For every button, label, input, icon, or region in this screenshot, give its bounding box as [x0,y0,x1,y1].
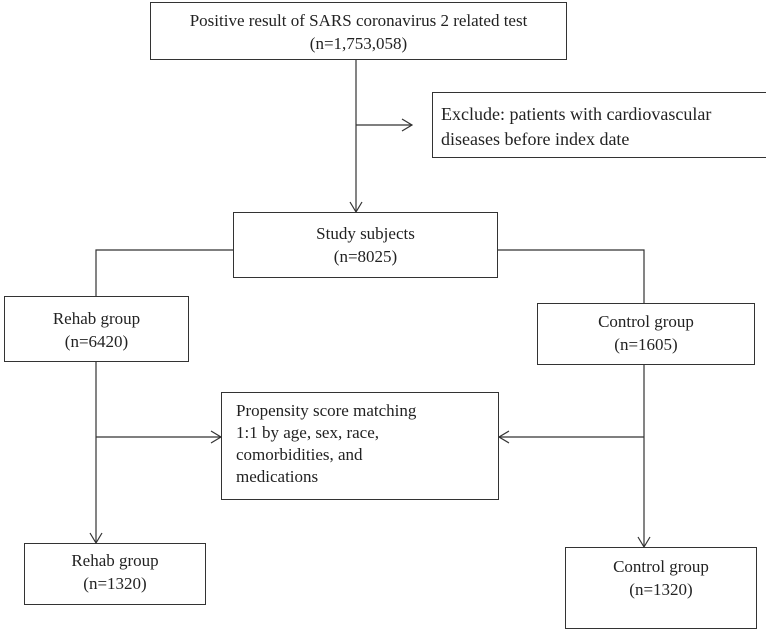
rehab-group-box: Rehab group (n=6420) [4,296,189,362]
positive-test-label: Positive result of SARS coronavirus 2 re… [189,11,528,30]
matched-control-group-count: (n=1320) [629,580,693,599]
propensity-matching-line4: medications [236,467,319,486]
exclusion-label-line1: Exclude: patients with cardiovascular [441,104,712,124]
control-group-count: (n=1605) [614,335,678,354]
control-group-box: Control group (n=1605) [537,303,755,365]
matched-rehab-group-label: Rehab group [71,551,159,570]
rehab-group-count: (n=6420) [64,332,129,351]
arrowhead-exclude [401,118,414,132]
exclusion-box: Exclude: patients with cardiovascular di… [432,92,766,158]
rehab-group-label: Rehab group [52,309,141,328]
connector-study-to-rehab [95,249,233,296]
exclusion-label-line2: diseases before index date [441,129,630,149]
matched-rehab-group-count: (n=1320) [83,574,147,593]
matched-rehab-group-box: Rehab group (n=1320) [24,543,206,605]
propensity-matching-box: Propensity score matching 1:1 by age, se… [221,392,499,500]
control-group-label: Control group [598,312,694,331]
positive-test-count: (n=1,753,058) [309,34,408,53]
study-subjects-box: Study subjects (n=8025) [233,212,498,278]
arrowhead-psm-right [497,430,510,444]
positive-test-box: Positive result of SARS coronavirus 2 re… [150,2,567,60]
propensity-matching-line3: comorbidities, and [236,445,363,464]
matched-control-group-box: Control group (n=1320) [565,547,757,629]
connector-study-to-control [498,249,645,303]
study-subjects-label: Study subjects [316,224,415,243]
propensity-matching-line2: 1:1 by age, sex, race, [236,423,380,442]
study-subjects-count: (n=8025) [333,247,398,266]
propensity-matching-line1: Propensity score matching [236,401,417,420]
matched-control-group-label: Control group [613,557,709,576]
